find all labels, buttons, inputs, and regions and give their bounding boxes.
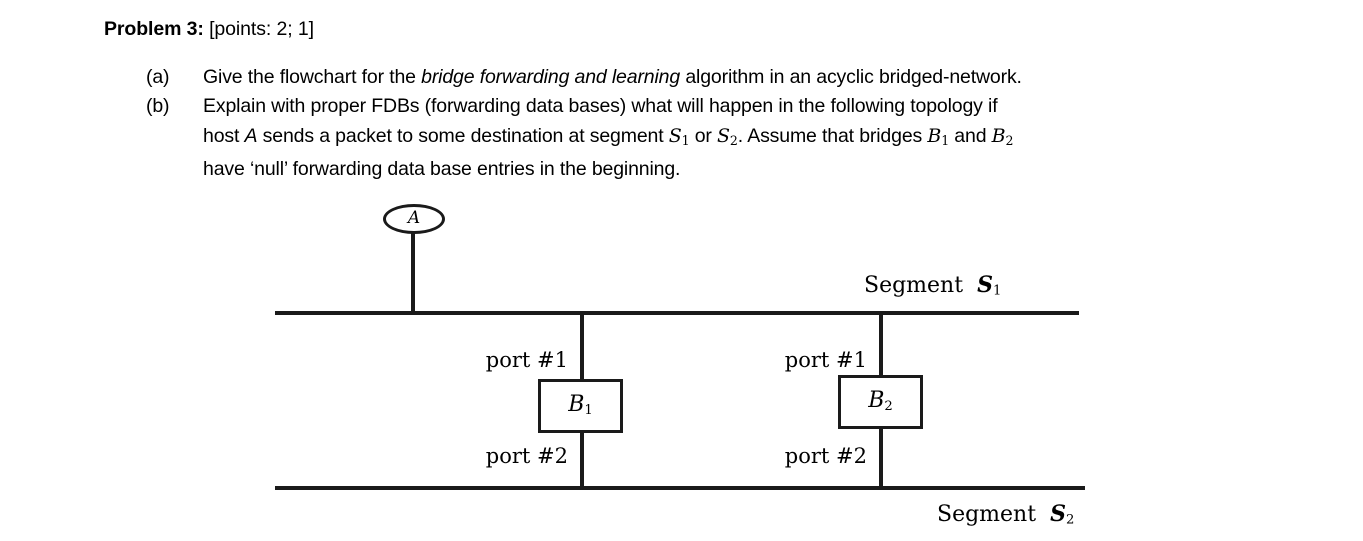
- item-b-text-2: sends a packet to some destination at se…: [257, 124, 669, 147]
- item-b-marker: (b): [146, 95, 170, 117]
- item-a-text-2: algorithm in an acyclic bridged-network.: [680, 66, 1022, 88]
- item-b-text-4: . Assume that bridges: [737, 124, 928, 147]
- segment-s2-label: Segment S2: [937, 503, 1074, 527]
- bridge-b2-port-1-label: port #1: [784, 348, 867, 372]
- segment-s2-bus: [275, 486, 1085, 490]
- problem-points: [points: 2; 1]: [209, 18, 314, 40]
- segment-s2-name: S2: [1050, 501, 1075, 528]
- host-a-link-line: [411, 233, 415, 314]
- bridge-b1-port-1-label: port #1: [485, 348, 568, 372]
- item-b-bridge-2-var: B2: [991, 124, 1014, 148]
- bridge-b1-label: B1: [568, 392, 593, 418]
- item-b-segment-1-var: S1: [668, 124, 690, 148]
- bridge-b1-box: B1: [538, 379, 623, 433]
- item-b-host-var: A: [244, 124, 258, 147]
- item-a-body: Give the flowchart for the bridge forwar…: [203, 63, 1296, 93]
- item-a: (a) Give the flowchart for the bridge fo…: [146, 63, 1296, 93]
- item-b-segment-2-var: S2: [717, 124, 738, 148]
- item-b-text-5: and: [949, 124, 992, 147]
- item-b-line-3: have ‘null’ forwarding data base entries…: [203, 157, 681, 180]
- problem-label: Problem 3:: [104, 18, 204, 40]
- bridge-b2-box: B2: [838, 375, 923, 429]
- item-b-bridge-1-var: B1: [927, 124, 950, 148]
- problem-heading: Problem 3: [points: 2; 1]: [104, 16, 314, 42]
- item-a-emphasis: bridge forwarding and learning: [421, 66, 681, 88]
- item-b: (b) Explain with proper FDBs (forwarding…: [146, 92, 1276, 184]
- segment-s1-prefix: Segment: [864, 273, 964, 298]
- item-b-text-1: host: [203, 124, 245, 147]
- segment-s1-label: Segment S1: [864, 274, 1001, 298]
- bridge-b2-label: B2: [868, 388, 893, 414]
- segment-s1-name: S1: [977, 272, 1002, 299]
- host-a-label: A: [407, 208, 421, 229]
- item-a-text-1: Give the flowchart for the: [203, 66, 422, 88]
- item-b-text-3: or: [689, 124, 718, 147]
- host-a-node: A: [383, 204, 445, 234]
- segment-s2-prefix: Segment: [937, 502, 1037, 527]
- item-a-marker: (a): [146, 66, 170, 88]
- item-b-line-1: Explain with proper FDBs (forwarding dat…: [203, 95, 998, 117]
- item-b-line-2: host A sends a packet to some destinatio…: [203, 122, 1276, 155]
- bridge-b2-port-2-label: port #2: [784, 444, 867, 468]
- item-b-body: Explain with proper FDBs (forwarding dat…: [203, 92, 1276, 184]
- bridge-b1-port-2-label: port #2: [485, 444, 568, 468]
- segment-s1-bus: [275, 311, 1079, 315]
